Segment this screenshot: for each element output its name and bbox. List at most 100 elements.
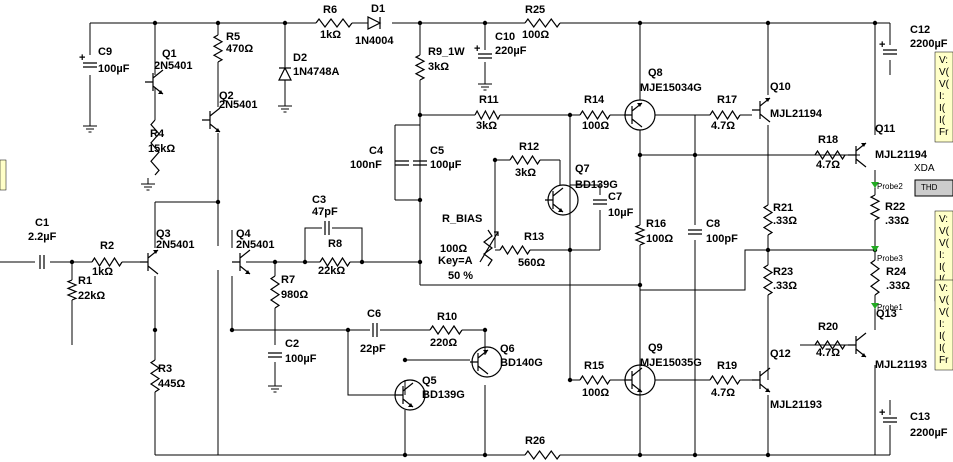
- component-value: MJE15034G: [640, 82, 702, 94]
- resistor-zigzag: [814, 149, 846, 161]
- component-value: 100µF: [430, 159, 462, 171]
- component-name: Q11: [875, 123, 895, 135]
- ground-symbol: [278, 100, 292, 113]
- junction-dot: [417, 20, 423, 26]
- wire: [495, 160, 571, 251]
- panel-row: V:: [939, 283, 948, 294]
- emitter-arrow: [483, 350, 488, 354]
- component-value: 47pF: [312, 206, 338, 218]
- component-value: 22kΩ: [318, 265, 345, 277]
- instrument-box[interactable]: [914, 179, 953, 197]
- component-name: C12: [910, 24, 930, 36]
- resistor-zigzag: [524, 449, 561, 461]
- component-name: R5: [226, 31, 240, 43]
- resistor-zigzag: [524, 17, 561, 29]
- resistor-zigzag: [709, 374, 741, 386]
- component-name: C10: [495, 31, 515, 43]
- probe-arrow-icon: [871, 303, 879, 309]
- component-value: 2N5401: [219, 99, 258, 111]
- component-name: C1: [35, 217, 49, 229]
- probe-label: Probe3: [877, 254, 903, 263]
- component-name: R2: [100, 240, 114, 252]
- potentiometer-name: R_BIAS: [442, 213, 482, 225]
- component-name: R1: [78, 275, 92, 287]
- panel-row: I(: [939, 343, 946, 354]
- transistor-body: [202, 107, 221, 133]
- capacitor-plates: [268, 352, 282, 358]
- capacitor-plates: [395, 160, 409, 166]
- junction-dot: [152, 327, 158, 333]
- component-name: R3: [158, 363, 172, 375]
- junction-dot: [69, 259, 75, 265]
- potentiometer-zigzag: [483, 229, 493, 267]
- component-name: R11: [479, 94, 499, 106]
- resistor-zigzag: [149, 359, 161, 393]
- junction-dot: [345, 327, 351, 333]
- transistor-body: [470, 349, 489, 375]
- transistor-body: [624, 367, 643, 393]
- component-value: 3kΩ: [428, 61, 449, 73]
- junction-dot: [492, 157, 498, 163]
- transistor-circle: [624, 99, 656, 131]
- resistor-zigzag: [91, 256, 123, 268]
- component-value: 560Ω: [518, 257, 545, 269]
- polarity-mark: +: [474, 43, 480, 55]
- panel-row: Fr: [939, 127, 949, 138]
- probe-marker: Probe1: [871, 303, 903, 312]
- component-value: 4.7Ω: [816, 347, 840, 359]
- junction-dot: [567, 247, 573, 253]
- polarity-mark: +: [879, 39, 885, 51]
- wire: [640, 249, 875, 291]
- diode-symbol: [367, 16, 382, 30]
- junction-dot: [402, 452, 408, 458]
- resistor-r3: R3 445Ω: [149, 359, 185, 393]
- component-name: R6: [323, 4, 337, 16]
- panel-row: V(: [939, 67, 950, 78]
- component-name: R8: [328, 238, 342, 250]
- junction-dot: [215, 20, 221, 26]
- resistor-r8: R8 22kΩ: [318, 238, 351, 277]
- junction-dot: [692, 152, 698, 158]
- component-name: R15: [584, 360, 604, 372]
- panel-row: Fr: [939, 355, 949, 366]
- emitter-arrow: [765, 388, 770, 392]
- component-value: 220Ω: [430, 337, 457, 349]
- component-value: 100µF: [98, 63, 130, 75]
- probe-label: Probe1: [877, 303, 903, 312]
- component-name: R17: [717, 94, 737, 106]
- component-name: Q10: [770, 81, 791, 93]
- resistor-zigzag: [269, 275, 281, 309]
- component-name: R12: [519, 141, 539, 153]
- component-name: R7: [281, 274, 295, 286]
- component-value: 100Ω: [582, 387, 609, 399]
- component-name: C5: [430, 145, 444, 157]
- ground-symbol: [268, 380, 282, 393]
- component-name: R9_1W: [428, 46, 465, 58]
- component-name: R23: [773, 266, 793, 278]
- probe-arrow-icon: [871, 182, 879, 188]
- junction-dot: [229, 327, 235, 333]
- component-value: 445Ω: [158, 378, 185, 390]
- transistor-circle: [624, 364, 656, 396]
- wire: [569, 115, 625, 381]
- transistor-body: [848, 332, 867, 358]
- component-name: R18: [818, 134, 838, 146]
- junction-dot: [417, 259, 423, 265]
- component-name: Q8: [648, 67, 663, 79]
- component-name: R22: [885, 201, 905, 213]
